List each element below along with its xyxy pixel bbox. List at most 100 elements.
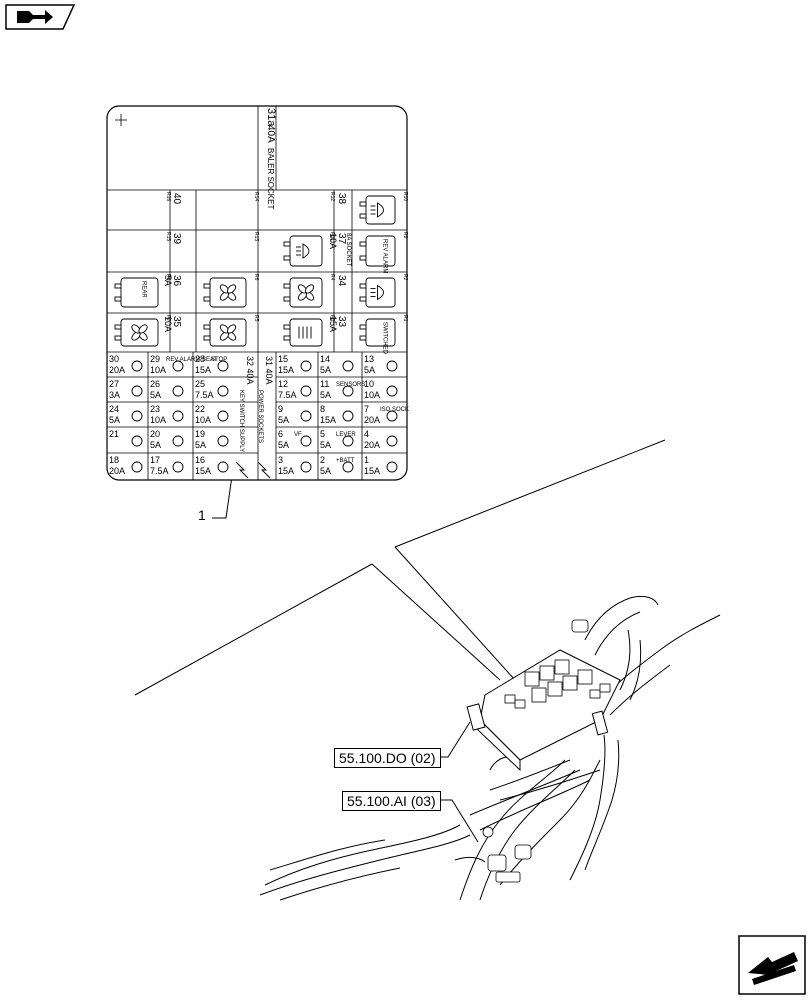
relay-id: R13	[253, 232, 259, 241]
relay-pin-icon	[283, 241, 291, 247]
fuse-function-icon	[131, 435, 143, 447]
fuse-number: 2	[320, 455, 325, 465]
fuse-number: 3	[278, 455, 283, 465]
next-page-arrow-icon[interactable]	[738, 935, 806, 995]
headlamp-icon	[302, 243, 310, 259]
slot-label: 8A SOCKET	[345, 233, 351, 267]
fuse-number: 23	[150, 404, 160, 414]
relay-body-icon	[365, 318, 396, 347]
slot-number: 33	[336, 316, 347, 328]
wiring-harness	[259, 595, 721, 901]
fuse-number: 13	[364, 354, 374, 364]
fuse-function-icon	[131, 385, 143, 397]
fuse-rating: 20A	[364, 415, 380, 425]
relay-pin-icon	[359, 255, 367, 261]
fuse-panel-outline	[106, 105, 408, 481]
slot-number: 34	[336, 275, 347, 287]
fuse-number: 11	[320, 379, 329, 389]
fuse-number: 19	[195, 429, 205, 439]
fuse-number: 5	[320, 429, 325, 439]
fuse-label: LEVER	[336, 432, 356, 438]
fuse-rating: 5A	[320, 390, 331, 400]
fuse-function-icon	[172, 435, 184, 447]
maxi-fuse-rating: 32 40A	[245, 356, 255, 385]
lightning-bolt-icon	[257, 461, 271, 479]
fuse-rating: 15A	[278, 466, 294, 476]
fuse-rating: 15A	[195, 466, 211, 476]
slot-number: 40	[171, 193, 182, 205]
relay-id: R11	[329, 232, 335, 241]
reference-code: 55.100.DO (02)	[339, 750, 436, 766]
slot-rating: 10A	[163, 316, 173, 332]
top-slot-number: 31a	[265, 108, 277, 127]
relay-pin-icon	[283, 283, 291, 289]
fuse-function-icon	[342, 410, 354, 422]
fuse-number: 28	[195, 354, 205, 364]
fan-icon	[226, 324, 237, 334]
relay-pin-icon	[114, 283, 122, 289]
fuse-function-icon	[172, 410, 184, 422]
fuse-rating: 7.5A	[195, 390, 214, 400]
callout-number: 1	[198, 507, 206, 523]
fuse-function-icon	[300, 435, 312, 447]
relay-pin-icon	[359, 335, 367, 341]
fuse-rating: 7.5A	[150, 466, 169, 476]
relay-icons	[114, 195, 398, 479]
fuse-rating: 5A	[150, 390, 161, 400]
fuse-rating: 20A	[109, 365, 125, 375]
fuse-function-icon	[131, 461, 143, 473]
relay-id: R4	[329, 274, 335, 281]
reference-code: 55.100.AI (03)	[347, 793, 436, 809]
fuse-number: 14	[320, 354, 330, 364]
fuse-function-icon	[131, 360, 143, 372]
fuse-number: 1	[364, 455, 369, 465]
fuse-number: 21	[109, 429, 119, 439]
fan-icon	[304, 284, 315, 294]
slot-number: 36	[171, 275, 182, 287]
fuse-function-icon	[342, 461, 354, 473]
fuse-function-icon	[386, 360, 398, 372]
slot-rating: 10A	[328, 233, 338, 249]
fuse-function-icon	[386, 461, 398, 473]
fuse-rating: 10A	[150, 415, 166, 425]
maxi-fuse-label: POWER SOCKETS	[257, 390, 263, 443]
relay-id: R7	[165, 315, 171, 322]
fan-icon	[138, 324, 148, 334]
slot-number: 39	[171, 233, 182, 245]
fuse-function-icon	[172, 385, 184, 397]
fuse-label: SENSORS	[336, 382, 365, 388]
headlamp-icon	[377, 284, 384, 301]
fuse-number: 12	[278, 379, 288, 389]
fuse-rating: 5A	[109, 415, 120, 425]
slot-rating: 15A	[328, 316, 338, 332]
fuse-number: 4	[364, 429, 369, 439]
maxi-fuse-rating: 31 40A	[264, 356, 274, 385]
fuse-rating: 7.5A	[278, 390, 297, 400]
fuse-function-icon	[217, 410, 229, 422]
fuse-number: 10	[364, 379, 374, 389]
fuse-rating: 5A	[195, 440, 206, 450]
reference-label-55-100-do[interactable]: 55.100.DO (02)	[334, 748, 441, 768]
relay-id: R9	[402, 232, 408, 239]
relay-id: R16	[165, 192, 171, 201]
fuse-rating: 5A	[278, 440, 289, 450]
fuse-number: 8	[320, 404, 325, 414]
fuse-number: 18	[109, 455, 119, 465]
relay-pin-icon	[359, 283, 367, 289]
slot-number: 37	[336, 233, 347, 245]
fuse-rating: 20A	[109, 466, 125, 476]
fuse-number: 20	[150, 429, 160, 439]
fuse-rating: 20A	[364, 440, 380, 450]
fuse-number: 15	[278, 354, 288, 364]
relay-pin-icon	[203, 283, 211, 289]
fuse-label: +BATT	[336, 458, 355, 464]
relay-id: R14	[253, 192, 259, 201]
relay-body-icon	[365, 235, 396, 267]
relay-id: R5	[253, 315, 259, 322]
fuse-rating: 10A	[364, 390, 380, 400]
manual-book-arrow-icon[interactable]	[5, 4, 76, 30]
reference-label-55-100-ai[interactable]: 55.100.AI (03)	[342, 791, 441, 811]
fuse-box-relays	[504, 659, 611, 709]
relay-pin-icon	[359, 324, 367, 330]
fuse-label: ISO SOCK	[380, 407, 409, 413]
